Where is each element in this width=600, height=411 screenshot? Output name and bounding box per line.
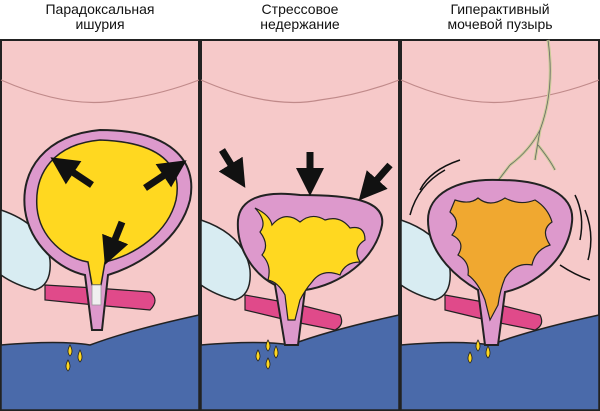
arrow-icon (50, 157, 94, 188)
droplet-icon (485, 345, 491, 359)
vibration-line (409, 169, 446, 216)
droplet-icon (65, 359, 71, 372)
panel-title-paradoxical-ischuria: Парадоксальная ишурия (45, 1, 155, 32)
droplet-icon (475, 339, 481, 352)
droplet-icon (273, 345, 279, 359)
urine (254, 207, 366, 321)
panel-title-overactive-bladder: Гиперактивный мочевой пузырь (447, 1, 553, 32)
panel-3 (400, 39, 600, 411)
arrow-icon (143, 160, 187, 191)
urine (449, 197, 553, 322)
arrow-icon (102, 220, 129, 265)
vibration-line (559, 264, 591, 281)
vibration-line (419, 159, 461, 191)
vibration-line (574, 194, 583, 241)
nerve-icon (494, 39, 556, 186)
droplet-icon (265, 357, 271, 370)
abdominal-line (200, 79, 400, 104)
pelvic-floor (0, 314, 200, 411)
pubic-bone (200, 218, 251, 301)
droplet-icon (255, 349, 261, 362)
droplet-icon (467, 351, 473, 364)
droplet-icon (77, 349, 83, 363)
vibration-line (584, 209, 592, 261)
abdominal-line (0, 79, 200, 104)
panel-title-stress-incontinence: Стрессовое недержание (260, 1, 340, 32)
urethra-sphincter (91, 284, 102, 306)
abdominal-line (400, 79, 600, 104)
arrow-icon (218, 148, 246, 188)
panel-1 (0, 39, 200, 411)
panel-2 (200, 39, 400, 411)
droplet-icon (67, 344, 73, 357)
droplet-icon (265, 339, 271, 352)
arrow-icon (358, 162, 393, 201)
